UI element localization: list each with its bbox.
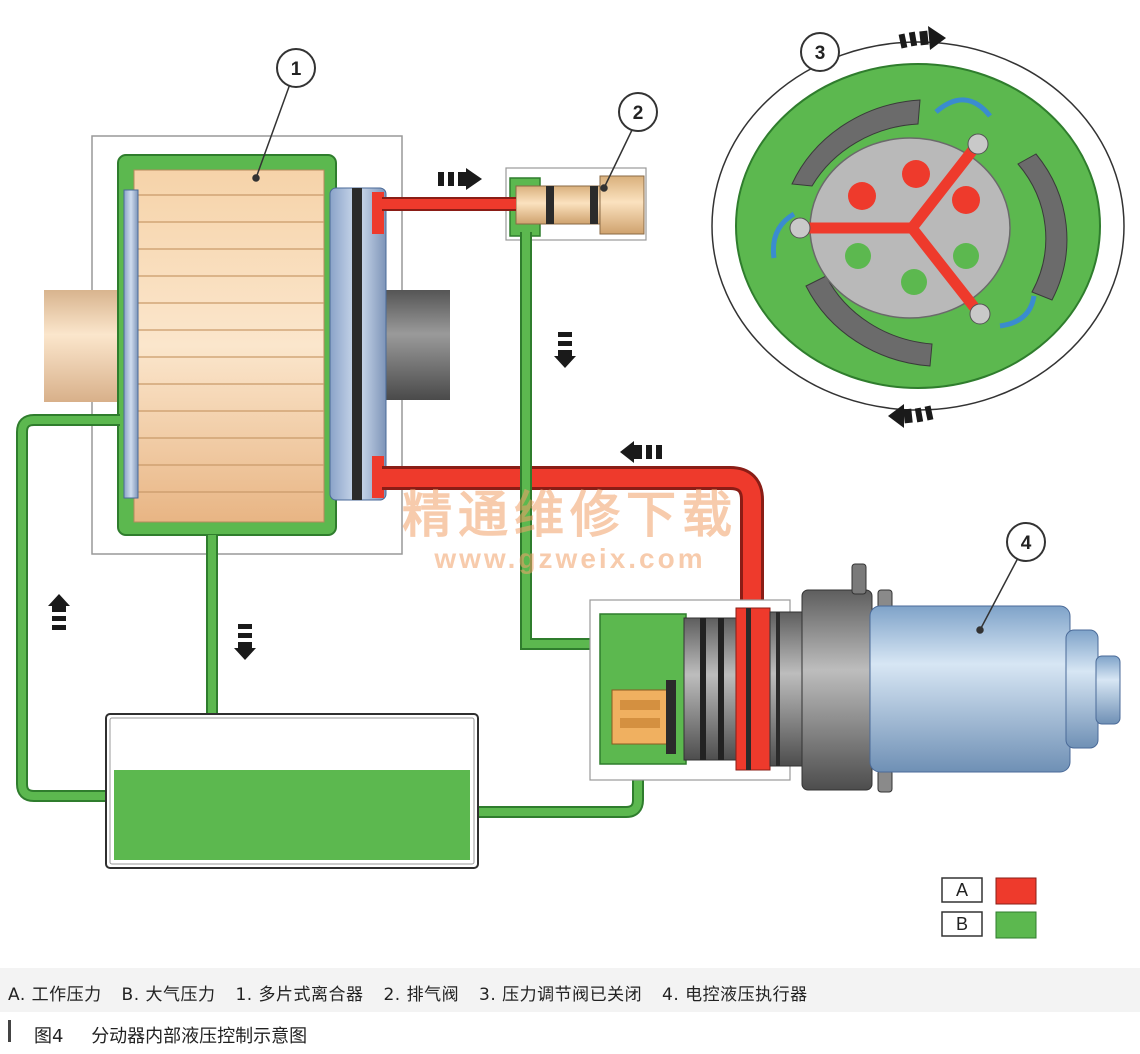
flow-arrow-down-drain bbox=[234, 624, 256, 660]
pressure-line-to-actuator bbox=[382, 466, 764, 612]
legend-a-key: A bbox=[956, 880, 968, 900]
flow-arrow-up-feed bbox=[48, 594, 70, 630]
figure-number: 图4 bbox=[34, 1026, 64, 1047]
caption-b: B. 大气压力 bbox=[121, 985, 216, 1005]
flow-arrow-rotation-top bbox=[898, 26, 946, 50]
legend-b-swatch bbox=[995, 911, 1037, 939]
callout-3-label: 3 bbox=[815, 43, 826, 64]
flow-arrow-down-return bbox=[554, 332, 576, 368]
legend: A B bbox=[941, 877, 1037, 939]
caption-a: A. 工作压力 bbox=[8, 985, 102, 1005]
caption-item-4: 4. 电控液压执行器 bbox=[662, 985, 808, 1005]
edge-mark bbox=[8, 1020, 11, 1042]
flow-arrow-rotation-bottom bbox=[888, 404, 934, 428]
feed-line-tank-to-clutch bbox=[16, 414, 120, 802]
multi-plate-clutch bbox=[44, 135, 450, 555]
caption-item-2: 2. 排气阀 bbox=[383, 985, 460, 1005]
watermark: 精通维修下载 www.gzweix.com bbox=[402, 486, 738, 574]
leader-lines bbox=[252, 83, 1019, 634]
feed-line-tank-to-actuator bbox=[472, 772, 644, 818]
flow-arrow-left-pressure bbox=[620, 441, 662, 463]
electro-hydraulic-actuator bbox=[589, 563, 1121, 793]
bleed-valve bbox=[505, 167, 647, 241]
watermark-title: 精通维修下载 bbox=[402, 486, 738, 544]
callout-4: 4 bbox=[1006, 522, 1046, 562]
caption-item-1: 1. 多片式离合器 bbox=[235, 985, 364, 1005]
fluid-reservoir bbox=[105, 713, 479, 869]
caption-legend: A. 工作压力 B. 大气压力 1. 多片式离合器 2. 排气阀 3. 压力调节… bbox=[8, 980, 822, 1005]
caption-bar bbox=[0, 968, 1140, 1012]
legend-a-swatch bbox=[995, 877, 1037, 905]
callout-1: 1 bbox=[276, 48, 316, 88]
callout-2: 2 bbox=[618, 92, 658, 132]
legend-b-key: B bbox=[956, 914, 968, 934]
watermark-url: www.gzweix.com bbox=[433, 543, 705, 574]
caption-item-3: 3. 压力调节阀已关闭 bbox=[479, 985, 643, 1005]
figure-title: 分动器内部液压控制示意图 bbox=[91, 1026, 308, 1047]
pressure-regulating-valve bbox=[711, 41, 1125, 411]
callout-3: 3 bbox=[800, 32, 840, 72]
figure-caption: 图4 分动器内部液压控制示意图 bbox=[34, 1022, 329, 1048]
return-line-valve-to-actuator bbox=[520, 232, 604, 650]
callout-1-label: 1 bbox=[291, 59, 302, 80]
callout-4-label: 4 bbox=[1021, 533, 1032, 554]
callout-2-label: 2 bbox=[633, 103, 644, 124]
flow-arrow-right-valve bbox=[438, 168, 482, 190]
